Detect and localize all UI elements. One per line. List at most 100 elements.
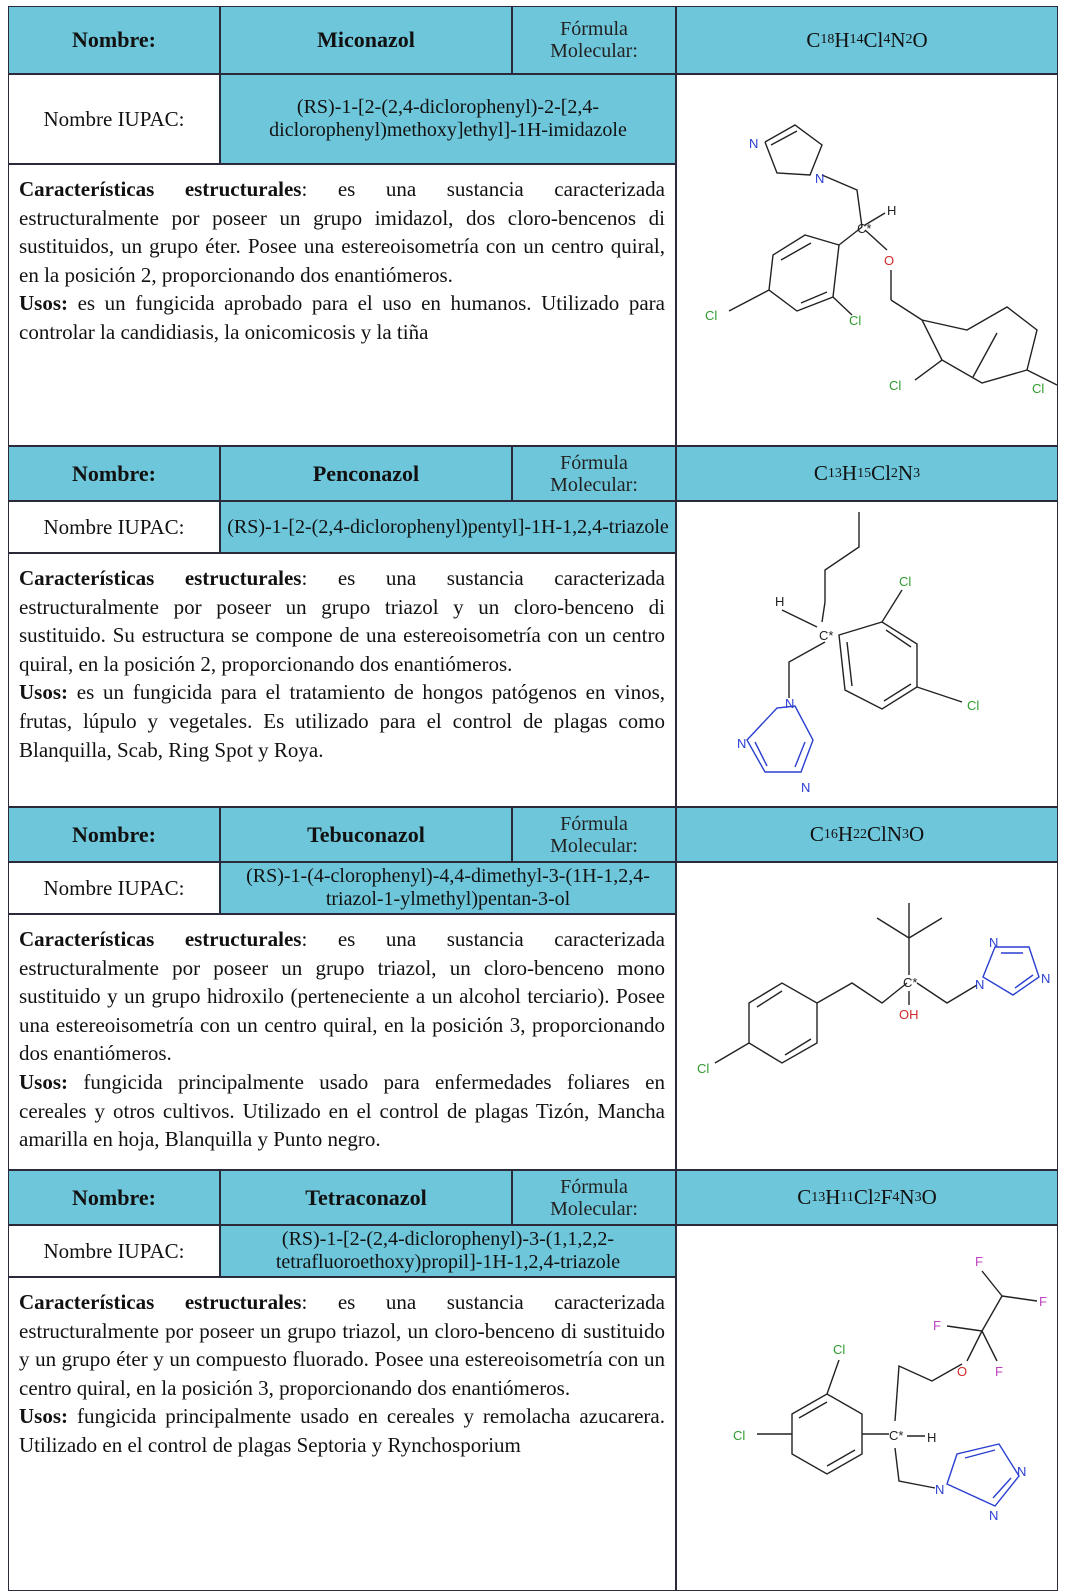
- formula-part: H: [834, 27, 850, 52]
- uses-text: es un fungicida para el tratamiento de h…: [19, 680, 665, 762]
- formula-label: Fórmula Molecular:: [512, 807, 676, 862]
- formula-part: C: [806, 27, 821, 52]
- uses-title: Usos:: [19, 1404, 69, 1429]
- formula-part: C: [797, 1185, 812, 1209]
- molecule-svg: H C* Cl Cl N N N: [737, 512, 979, 795]
- atom-label: Cl: [733, 1428, 745, 1443]
- formula-part: C: [809, 822, 824, 846]
- atom-label: N: [975, 977, 984, 992]
- compound-name-text: Tetraconazol: [305, 1184, 427, 1210]
- iupac-label: Nombre IUPAC:: [8, 1225, 220, 1277]
- atom-label: OH: [899, 1007, 919, 1022]
- compound-name: Penconazol: [220, 446, 512, 501]
- iupac-name: (RS)-1-[2-(2,4-diclorophenyl)-3-(1,1,2,2…: [220, 1225, 676, 1277]
- iupac-label: Nombre IUPAC:: [8, 74, 220, 164]
- atom-label: F: [995, 1364, 1003, 1379]
- atom-label: Cl: [889, 378, 901, 393]
- formula-sub: 16: [823, 826, 838, 842]
- atom-label: N: [1041, 971, 1050, 986]
- structure-text: : es una sustancia caracterizada estruct…: [19, 1290, 665, 1400]
- iupac-label-text: Nombre IUPAC:: [43, 514, 185, 539]
- structure-title: Características estructurales: [19, 177, 302, 201]
- atom-label: N: [785, 696, 794, 711]
- description: Características estructurales: es una su…: [8, 553, 676, 807]
- name-label-text: Nombre:: [72, 821, 156, 847]
- atom-label: Cl: [899, 574, 911, 589]
- formula-label-line1: Fórmula: [560, 1175, 628, 1198]
- iupac-name: (RS)-1-(4-clorophenyl)-4,4-dimethyl-3-(1…: [220, 862, 676, 914]
- formula-part: N: [890, 27, 906, 52]
- atom-label: N: [1017, 1464, 1026, 1479]
- formula-part: F: [880, 1185, 893, 1209]
- formula-sub: 4: [892, 1189, 900, 1205]
- formula-sub: 14: [849, 32, 864, 47]
- atom-label: N: [749, 136, 758, 151]
- atom-label: N: [815, 171, 824, 186]
- atom-label: O: [884, 253, 894, 268]
- formula-sub: 2: [873, 1189, 881, 1205]
- formula-sub: 3: [914, 1189, 922, 1205]
- atom-label: N: [737, 736, 746, 751]
- name-label: Nombre:: [8, 446, 220, 501]
- formula-sub: 3: [902, 826, 910, 842]
- formula-part: Cl: [871, 461, 891, 485]
- iupac-label: Nombre IUPAC:: [8, 501, 220, 553]
- formula-part: Cl: [853, 1185, 874, 1209]
- uses-title: Usos:: [19, 1069, 69, 1094]
- name-label-text: Nombre:: [72, 27, 156, 52]
- atom-label: Cl: [705, 308, 717, 323]
- atom-label: Cl: [833, 1342, 845, 1357]
- formula-sub: 2: [890, 465, 898, 481]
- formula-label: Fórmula Molecular:: [512, 6, 676, 74]
- description: Características estructurales: es una su…: [8, 1277, 676, 1591]
- formula-sub: 11: [840, 1189, 854, 1205]
- structure-drawing-miconazol: N N C* H O Cl Cl Cl Cl: [676, 74, 1058, 446]
- structure-title: Características estructurales: [19, 927, 302, 951]
- iupac-label-text: Nombre IUPAC:: [43, 875, 185, 900]
- formula-part: H: [825, 1185, 841, 1209]
- atom-label: F: [933, 1318, 941, 1333]
- compound-name-text: Tebuconazol: [307, 821, 425, 847]
- molecule-svg: N N C* H O Cl Cl Cl Cl: [705, 124, 1057, 396]
- formula-part: N: [899, 1185, 915, 1209]
- atom-label: F: [1039, 1294, 1047, 1309]
- atom-label: C*: [857, 221, 871, 236]
- atom-label: Cl: [697, 1061, 709, 1076]
- formula-part: Cl: [863, 27, 884, 52]
- iupac-label-text: Nombre IUPAC:: [43, 1238, 185, 1263]
- structure-text: : es una sustancia caracterizada estruct…: [19, 566, 665, 676]
- formula-part: ClN: [867, 822, 903, 846]
- formula-sub: 2: [905, 32, 913, 47]
- formula-part: H: [841, 461, 858, 485]
- compound-name: Tebuconazol: [220, 807, 512, 862]
- formula-label-line2: Molecular:: [550, 834, 638, 857]
- name-label: Nombre:: [8, 6, 220, 74]
- iupac-name: (RS)-1-[2-(2,4-diclorophenyl)pentyl]-1H-…: [220, 501, 676, 553]
- compound-name: Tetraconazol: [220, 1170, 512, 1225]
- atom-label: C*: [819, 628, 833, 643]
- iupac-name-text: (RS)-1-(4-clorophenyl)-4,4-dimethyl-3-(1…: [246, 865, 650, 910]
- iupac-name-text: (RS)-1-[2-(2,4-diclorophenyl)-2-[2,4-dic…: [269, 96, 627, 141]
- formula-label-line1: Fórmula: [560, 812, 628, 835]
- formula-part: H: [837, 822, 853, 846]
- atom-label: H: [775, 594, 784, 609]
- compound-name-text: Miconazol: [317, 27, 415, 52]
- name-label-text: Nombre:: [72, 1184, 156, 1210]
- structure-text: : es una sustancia caracterizada estruct…: [19, 177, 665, 287]
- atom-label: F: [975, 1254, 983, 1269]
- structure-drawing-penconazol: H C* Cl Cl N N N: [676, 501, 1058, 807]
- formula-part: C: [813, 461, 828, 485]
- uses-text: fungicida principalmente usado en cereal…: [19, 1404, 665, 1457]
- iupac-label-text: Nombre IUPAC:: [43, 106, 185, 131]
- atom-label: N: [989, 1508, 998, 1523]
- formula-sub: 3: [913, 465, 921, 481]
- formula-part: N: [897, 461, 914, 485]
- atom-label: Cl: [1032, 381, 1044, 396]
- formula-part: O: [921, 1185, 937, 1209]
- uses-text: fungicida principalmente usado para enfe…: [19, 1069, 665, 1152]
- atom-label: C*: [889, 1428, 903, 1443]
- description: Características estructurales: es una su…: [8, 164, 676, 446]
